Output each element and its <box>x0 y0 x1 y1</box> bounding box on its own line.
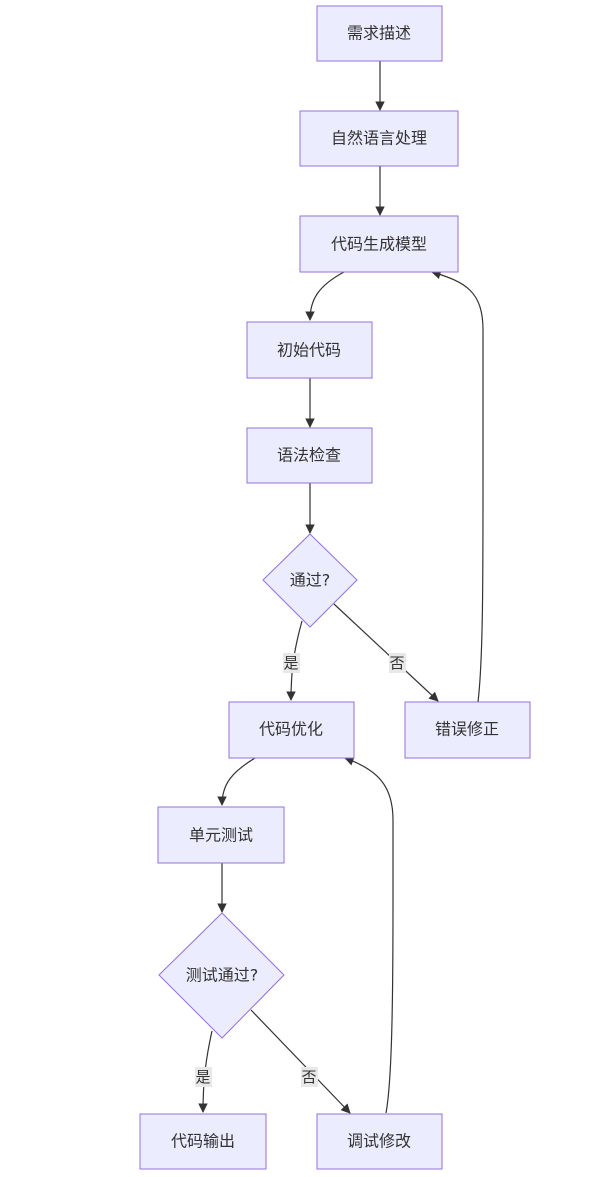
node-error-fix: 错误修正 <box>404 701 531 759</box>
node-debug-modify: 调试修改 <box>316 1113 443 1170</box>
svg-text:代码生成模型: 代码生成模型 <box>331 235 427 254</box>
svg-text:初始代码: 初始代码 <box>277 341 341 360</box>
edge-label-test-no: 否 <box>301 1067 318 1087</box>
node-requirement: 需求描述 <box>316 5 443 62</box>
svg-text:单元测试: 单元测试 <box>189 826 253 845</box>
svg-text:是: 是 <box>283 654 298 672</box>
node-nlp: 自然语言处理 <box>299 110 459 167</box>
edge-test-passed-to-debug-modify <box>250 1009 351 1114</box>
node-syntax-check: 语法检查 <box>246 427 373 484</box>
svg-text:调试修改: 调试修改 <box>347 1132 411 1151</box>
svg-text:需求描述: 需求描述 <box>347 24 411 43</box>
svg-text:自然语言处理: 自然语言处理 <box>331 129 427 148</box>
svg-text:代码优化: 代码优化 <box>259 720 323 739</box>
svg-text:错误修正: 错误修正 <box>435 720 499 739</box>
edge-debug-modify-to-code-optimize <box>344 756 394 1114</box>
edge-code-optimize-to-unit-test <box>217 757 256 806</box>
edge-passed-to-error-fix <box>333 603 439 702</box>
node-test-passed-decision: 测试通过? <box>158 912 285 1039</box>
svg-text:代码输出: 代码输出 <box>171 1132 235 1151</box>
node-codegen-model: 代码生成模型 <box>299 215 459 273</box>
node-code-optimize: 代码优化 <box>228 701 355 759</box>
svg-text:否: 否 <box>389 654 404 672</box>
node-initial-code: 初始代码 <box>246 321 373 379</box>
edge-label-passed-yes: 是 <box>283 653 300 673</box>
edge-error-fix-to-codegen-model <box>431 269 484 703</box>
node-code-output: 代码输出 <box>139 1113 267 1170</box>
edge-label-passed-no: 否 <box>389 653 406 673</box>
svg-text:通过?: 通过? <box>290 571 331 590</box>
svg-text:否: 否 <box>301 1068 316 1086</box>
node-passed-decision: 通过? <box>262 533 358 628</box>
svg-text:是: 是 <box>195 1068 210 1086</box>
edge-codegen-model-to-initial-code <box>305 271 345 321</box>
node-unit-test: 单元测试 <box>157 806 285 864</box>
edge-label-test-yes: 是 <box>195 1067 212 1087</box>
svg-text:测试通过?: 测试通过? <box>186 966 259 985</box>
svg-text:语法检查: 语法检查 <box>277 446 341 465</box>
